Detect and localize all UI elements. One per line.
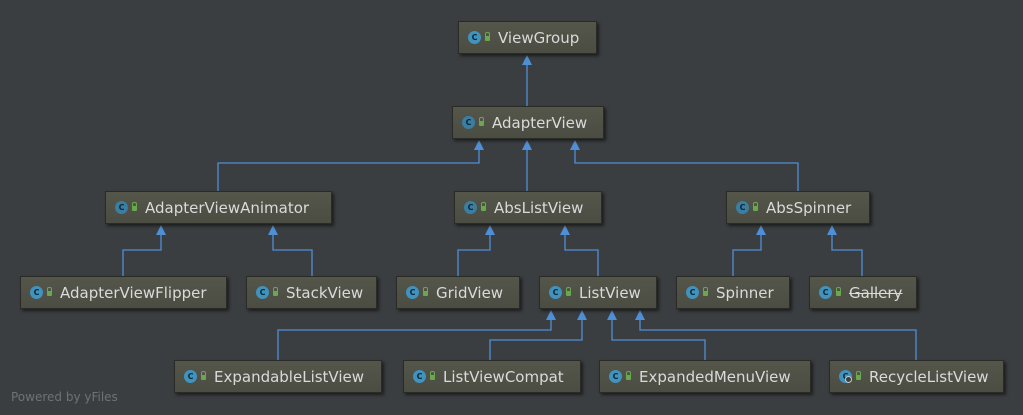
node-label: AdapterViewAnimator <box>145 198 310 217</box>
arrowhead-spinner-to-absspinner <box>756 225 766 235</box>
node-recyclelistview[interactable]: C RecycleListView <box>829 360 1004 393</box>
node-label: ListView <box>579 283 641 302</box>
node-label: AdapterView <box>492 113 588 132</box>
node-expandedmenuview[interactable]: C ExpandedMenuView <box>599 360 811 393</box>
public-lock-icon <box>132 202 137 211</box>
arrowhead-adapterview-to-viewgroup <box>522 55 532 65</box>
public-lock-icon <box>423 287 428 296</box>
edge-adapterviewflipper-to-adapterviewanimator <box>122 233 162 276</box>
node-label: AbsListView <box>494 198 584 217</box>
arrowhead-expandablelistview-to-listview <box>546 310 556 320</box>
edge-absspinner-to-adapterview <box>574 148 799 191</box>
node-label: AbsSpinner <box>766 198 852 217</box>
edge-recyclelistview-to-listview <box>639 318 917 360</box>
edge-gridview-to-abslistview <box>457 233 491 276</box>
public-lock-icon <box>47 287 52 296</box>
node-label: RecycleListView <box>869 367 989 386</box>
edge-expandedmenuview-to-listview <box>611 318 706 360</box>
public-lock-icon <box>273 287 278 296</box>
node-label: AdapterViewFlipper <box>60 283 207 302</box>
footer-credit: Powered by yFiles <box>11 390 118 404</box>
arrowhead-expandedmenuview-to-listview <box>607 310 617 320</box>
node-listview[interactable]: C ListView <box>539 276 657 309</box>
class-icon: C <box>549 286 562 299</box>
abstract-class-icon: C <box>115 201 128 214</box>
node-gallery[interactable]: C Gallery <box>809 276 917 309</box>
node-label: ExpandedMenuView <box>639 367 791 386</box>
edge-expandablelistview-to-listview <box>277 318 552 360</box>
public-lock-icon <box>485 32 490 41</box>
arrowhead-gallery-to-absspinner <box>827 225 837 235</box>
arrowhead-adapterviewanimator-to-adapterview <box>474 140 484 150</box>
edge-gallery-to-absspinner <box>831 233 863 276</box>
class-icon: C <box>468 31 481 44</box>
node-label: StackView <box>286 283 364 302</box>
edge-spinner-to-absspinner <box>732 233 762 276</box>
class-icon: C <box>30 286 43 299</box>
node-absspinner[interactable]: C AbsSpinner <box>726 191 870 224</box>
public-lock-icon <box>430 371 435 380</box>
arrowhead-recyclelistview-to-listview <box>635 310 645 320</box>
public-lock-icon <box>703 287 708 296</box>
node-listviewcompat[interactable]: C ListViewCompat <box>403 360 581 393</box>
edge-listview-to-abslistview <box>564 233 599 276</box>
node-gridview[interactable]: C GridView <box>396 276 520 309</box>
node-label: ListViewCompat <box>443 367 564 386</box>
public-lock-icon <box>753 202 758 211</box>
node-adapterviewflipper[interactable]: C AdapterViewFlipper <box>20 276 227 309</box>
arrowhead-gridview-to-abslistview <box>485 225 495 235</box>
abstract-class-icon: C <box>736 201 749 214</box>
public-lock-icon <box>566 287 571 296</box>
arrowhead-abslistview-to-adapterview <box>522 140 532 150</box>
class-icon: C <box>406 286 419 299</box>
class-icon: C <box>184 370 197 383</box>
edge-adapterviewanimator-to-adapterview <box>217 148 480 191</box>
node-expandablelistview[interactable]: C ExpandableListView <box>174 360 382 393</box>
arrowhead-absspinner-to-adapterview <box>570 140 580 150</box>
abstract-class-icon: C <box>462 116 475 129</box>
arrowhead-adapterviewflipper-to-adapterviewanimator <box>156 225 166 235</box>
class-icon: C <box>256 286 269 299</box>
class-icon: C <box>686 286 699 299</box>
arrowhead-listviewcompat-to-listview <box>577 310 587 320</box>
public-lock-icon <box>836 287 841 296</box>
node-spinner[interactable]: C Spinner <box>676 276 790 309</box>
node-label: GridView <box>436 283 504 302</box>
class-icon: C <box>609 370 622 383</box>
node-stackview[interactable]: C StackView <box>246 276 377 309</box>
public-lock-icon <box>479 117 484 126</box>
inner-class-icon: C <box>839 370 852 383</box>
node-label: ExpandableListView <box>214 367 365 386</box>
class-icon: C <box>413 370 426 383</box>
public-lock-icon <box>481 202 486 211</box>
node-abslistview[interactable]: C AbsListView <box>454 191 602 224</box>
node-viewgroup[interactable]: C ViewGroup <box>458 21 597 54</box>
edge-stackview-to-adapterviewanimator <box>272 233 313 276</box>
node-label: Spinner <box>716 283 774 302</box>
public-lock-icon <box>856 371 861 380</box>
public-lock-icon <box>201 371 206 380</box>
node-adapterviewanimator[interactable]: C AdapterViewAnimator <box>105 191 332 224</box>
abstract-class-icon: C <box>464 201 477 214</box>
arrowhead-listview-to-abslistview <box>560 225 570 235</box>
node-adapterview[interactable]: C AdapterView <box>452 106 604 139</box>
edge-listviewcompat-to-listview <box>489 318 583 360</box>
public-lock-icon <box>626 371 631 380</box>
arrowhead-stackview-to-adapterviewanimator <box>268 225 278 235</box>
node-label-deprecated: Gallery <box>849 283 903 302</box>
class-icon: C <box>819 286 832 299</box>
node-label: ViewGroup <box>498 28 580 47</box>
